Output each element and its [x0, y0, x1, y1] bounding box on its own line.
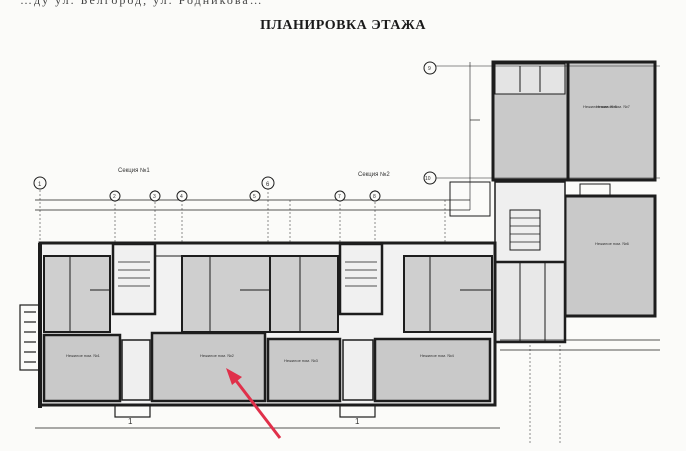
section-2-label: Секция №2 — [358, 171, 390, 178]
axis-marker-4: 4 — [180, 194, 183, 200]
room-3 — [266, 337, 342, 403]
axis-marker-3: 3 — [153, 194, 156, 200]
room-4-label: Нежилое пом. №4 — [420, 353, 455, 358]
axis-marker-5: 5 — [253, 194, 256, 200]
axis-marker-2: 2 — [113, 194, 116, 200]
axis-marker-8: 8 — [373, 194, 376, 200]
highlight-arrow-icon — [226, 368, 282, 439]
room-7-label: Нежилое пом. №7 — [596, 104, 631, 109]
room-1 — [42, 333, 122, 403]
room-2-label: Нежилое пом. №2 — [200, 353, 235, 358]
room-6-label: Нежилое пом. №6 — [595, 241, 630, 246]
cut-mark-1: 1 — [128, 417, 133, 426]
right-room-block — [563, 194, 657, 318]
room-5-label: Нежилое пом. №5 — [583, 104, 618, 109]
page-title: ПЛАНИРОВКА ЭТАЖА — [260, 18, 426, 33]
room-1-label: Нежилое пом. №1 — [66, 353, 101, 358]
axis-marker-1: 1 — [38, 182, 42, 188]
section-1-label: Секция №1 — [118, 167, 150, 174]
axis-marker-9: 9 — [428, 66, 431, 72]
axis-marker-6: 6 — [266, 182, 270, 188]
room-2 — [150, 331, 267, 403]
room-3-label: Нежилое пом. №3 — [284, 358, 319, 363]
cut-mark-2: 1 — [355, 417, 360, 426]
header-partial: …ду ул. Белгород, ул. Родникова… — [0, 0, 686, 8]
header-partial-text: …ду ул. Белгород, ул. Родникова… — [20, 0, 264, 7]
room-4 — [373, 337, 492, 403]
axis-marker-10: 10 — [425, 176, 431, 182]
axis-marker-7: 7 — [338, 194, 341, 200]
